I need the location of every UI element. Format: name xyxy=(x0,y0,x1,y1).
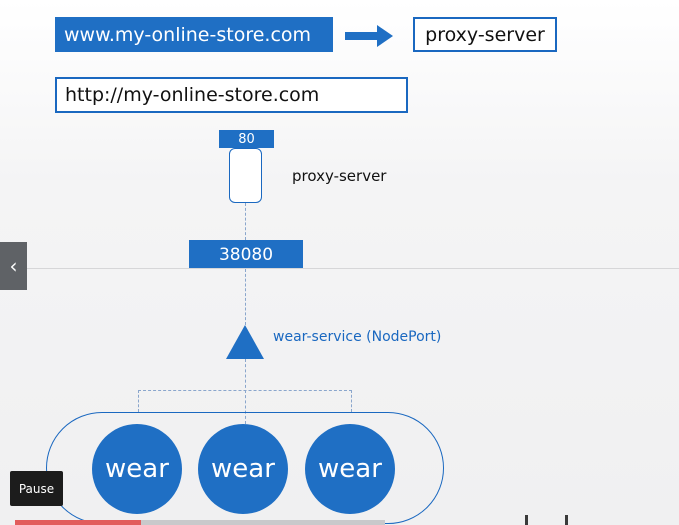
service-triangle-icon xyxy=(226,325,264,359)
connector-line-middle xyxy=(245,269,246,325)
proxy-server-box: proxy-server xyxy=(413,17,557,52)
http-url-box: http://my-online-store.com xyxy=(55,77,408,113)
divider-line xyxy=(0,268,679,269)
node-port-text: 38080 xyxy=(218,244,274,265)
node-port-badge: 38080 xyxy=(189,240,303,269)
pod-label: wear xyxy=(211,454,275,484)
pause-label: Pause xyxy=(18,481,55,496)
proxy-server-text: proxy-server xyxy=(425,23,545,46)
pod-wear-1: wear xyxy=(92,424,182,514)
connector-line-lower xyxy=(245,359,246,424)
proxy-port-badge: 80 xyxy=(219,130,274,148)
control-tick xyxy=(525,515,528,525)
pause-button[interactable]: Pause xyxy=(10,471,63,506)
proxy-port-text: 80 xyxy=(238,131,255,147)
proxy-server-label: proxy-server xyxy=(292,167,387,185)
pod-wear-3: wear xyxy=(305,424,395,514)
pod-wear-2: wear xyxy=(198,424,288,514)
progress-track[interactable] xyxy=(15,520,385,525)
control-tick xyxy=(565,515,568,525)
proxy-pod xyxy=(229,148,262,203)
nav-glyph: ‹ xyxy=(9,254,18,278)
pod-label: wear xyxy=(318,454,382,484)
connector-line-upper xyxy=(245,203,246,240)
chevron-left-icon[interactable]: ‹ xyxy=(0,242,27,290)
right-arrow-icon xyxy=(345,25,393,47)
url-text: www.my-online-store.com xyxy=(64,23,312,46)
http-url-text: http://my-online-store.com xyxy=(65,84,320,106)
pod-label: wear xyxy=(105,454,169,484)
pod-connector-rail xyxy=(138,390,352,412)
progress-fill xyxy=(15,520,141,525)
service-label: wear-service (NodePort) xyxy=(273,329,442,345)
url-banner: www.my-online-store.com xyxy=(55,17,333,52)
